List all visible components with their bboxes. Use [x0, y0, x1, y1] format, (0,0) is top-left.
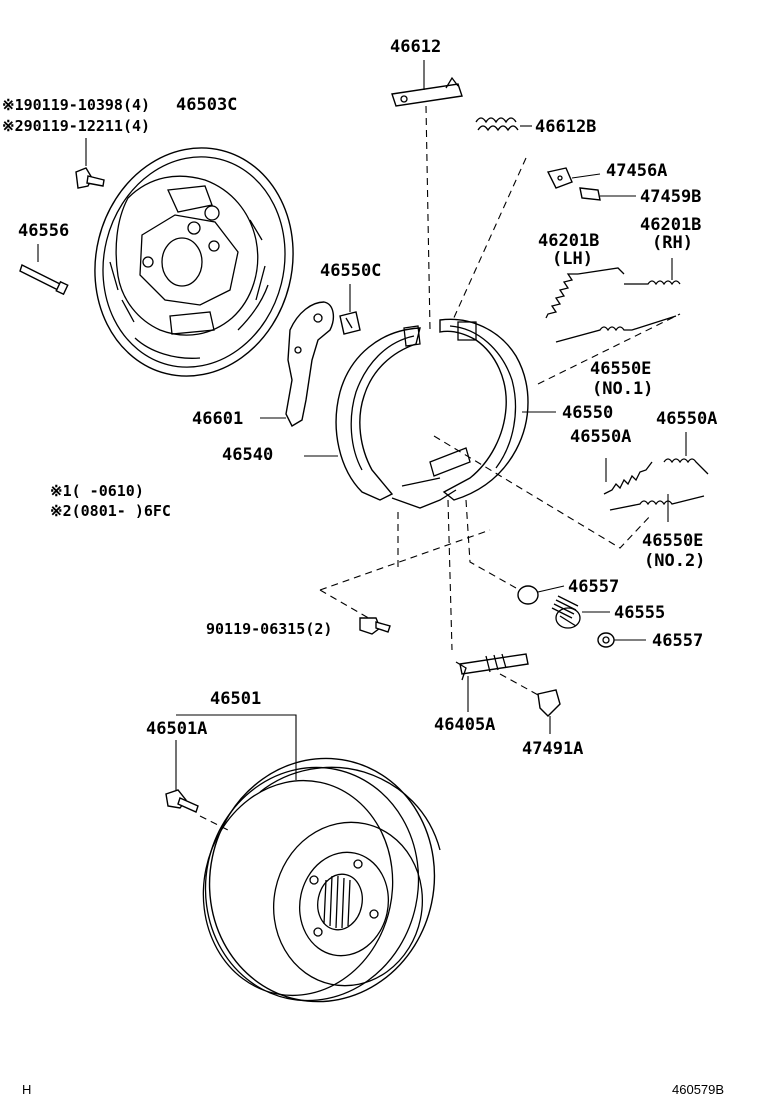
label-46550C: 46550C — [320, 261, 381, 281]
label-no1: (NO.1) — [592, 379, 653, 399]
footer-diagram-id: 460579B — [672, 1082, 724, 1097]
label-47491A: 47491A — [522, 739, 583, 759]
label-46201B-lh: 46201B — [538, 231, 599, 251]
label-rh: (RH) — [652, 233, 693, 253]
spring-icon — [475, 117, 519, 132]
label-46501A: 46501A — [146, 719, 207, 739]
label-46601: 46601 — [192, 409, 243, 429]
spring-icon — [603, 458, 709, 511]
pin-icon — [579, 187, 601, 201]
label-lh: (LH) — [552, 249, 593, 269]
label-46550E-1: 46550E — [590, 359, 651, 379]
label-46557-b: 46557 — [652, 631, 703, 651]
spring-icon — [545, 267, 625, 319]
spring-icon — [555, 315, 677, 343]
spring-icon — [624, 280, 681, 286]
label-47459B: 47459B — [640, 187, 701, 207]
label-46540: 46540 — [222, 445, 273, 465]
label-46612: 46612 — [390, 37, 441, 57]
backing-plate-icon — [94, 147, 294, 377]
spring-icon — [551, 595, 581, 629]
label-46550A-left: 46550A — [570, 427, 631, 447]
pin-icon — [19, 264, 69, 296]
note-bolt-2: ※290119-12211(4) — [2, 117, 150, 135]
bolt-icon — [165, 789, 199, 813]
bolt-icon — [359, 617, 391, 635]
plug-icon — [537, 689, 561, 717]
label-46405A: 46405A — [434, 715, 495, 735]
adjuster-plate-icon — [391, 76, 463, 107]
note-range-2: ※2(0801- )6FC — [50, 502, 171, 520]
label-46557-a: 46557 — [568, 577, 619, 597]
label-46550: 46550 — [562, 403, 613, 423]
label-46201B-rh: 46201B — [640, 215, 701, 235]
pin-retainer-icon — [546, 167, 573, 189]
label-46550E-2: 46550E — [642, 531, 703, 551]
clip-icon — [339, 311, 361, 335]
label-46550A-right: 46550A — [656, 409, 717, 429]
bolt-icon — [75, 167, 105, 189]
label-46612B: 46612B — [535, 117, 596, 137]
label-46555: 46555 — [614, 603, 665, 623]
note-bolt-1: ※190119-10398(4) — [2, 96, 150, 114]
label-46556: 46556 — [18, 221, 69, 241]
label-no2: (NO.2) — [644, 551, 705, 571]
cup-icon — [597, 632, 615, 648]
cup-icon — [517, 585, 539, 605]
adjuster-icon — [455, 653, 529, 681]
label-90119-06315: 90119-06315(2) — [206, 620, 332, 638]
note-range-1: ※1( -0610) — [50, 482, 144, 500]
label-47456A: 47456A — [606, 161, 667, 181]
footer-left: H — [22, 1082, 31, 1097]
brake-drum-icon — [202, 757, 441, 1003]
label-46503C: 46503C — [176, 95, 237, 115]
label-46501: 46501 — [210, 689, 261, 709]
parking-lever-icon — [285, 301, 335, 427]
brake-shoe-icon — [335, 318, 529, 509]
